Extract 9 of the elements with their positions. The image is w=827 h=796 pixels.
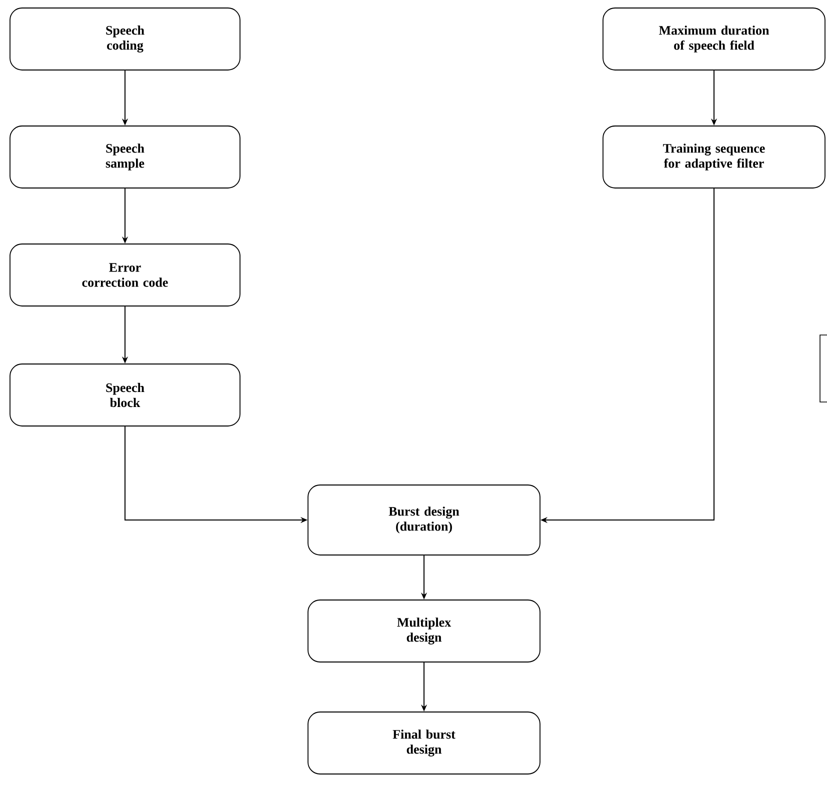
process-box: Maximum duration of speech field [602, 8, 826, 70]
process-box: Speech coding [10, 8, 240, 70]
process-box: Final burst design [308, 712, 540, 774]
process-box: Speech sample [10, 126, 240, 188]
process-box: Error correction code [10, 244, 240, 306]
process-box: Speech block [10, 364, 240, 426]
process-box: Multiplex design [308, 600, 540, 662]
process-box: Training sequence for adaptive filter [602, 126, 826, 188]
process-box: Burst design (duration) [308, 484, 540, 556]
